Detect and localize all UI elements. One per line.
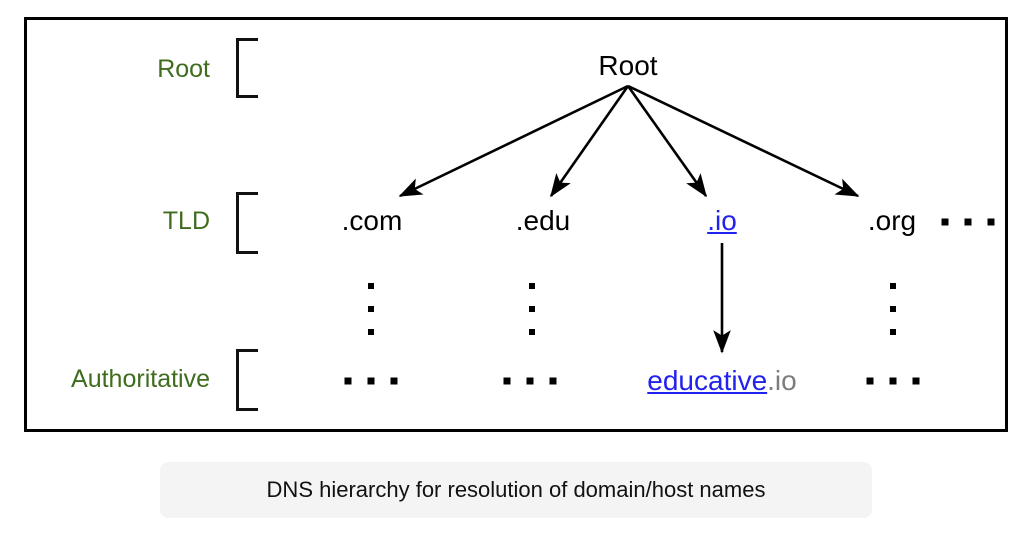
dot bbox=[890, 306, 896, 312]
row-label-tld: TLD bbox=[162, 207, 210, 235]
dot bbox=[390, 377, 398, 385]
node-authoritative-educative[interactable]: educative.io bbox=[647, 367, 796, 395]
dot bbox=[912, 377, 920, 385]
dot bbox=[529, 306, 535, 312]
dot bbox=[344, 377, 352, 385]
ellipsis-vertical-com bbox=[368, 283, 374, 335]
dot bbox=[368, 283, 374, 289]
caption-box: DNS hierarchy for resolution of domain/h… bbox=[160, 462, 872, 518]
dot bbox=[368, 306, 374, 312]
ellipsis-vertical-org bbox=[890, 283, 896, 335]
node-tld-com: .com bbox=[341, 205, 403, 236]
caption-text: DNS hierarchy for resolution of domain/h… bbox=[266, 477, 766, 502]
educative-suffix-text: .io bbox=[767, 365, 797, 396]
dot bbox=[529, 283, 535, 289]
node-tld-edu: .edu bbox=[515, 205, 571, 236]
ellipsis-vertical-edu bbox=[529, 283, 535, 335]
dot bbox=[367, 377, 375, 385]
ellipsis-tld-more bbox=[941, 218, 995, 226]
educative-link-text[interactable]: educative bbox=[647, 365, 768, 396]
row-label-root: Root bbox=[157, 55, 210, 83]
dot bbox=[549, 377, 557, 385]
node-tld-io-link[interactable]: .io bbox=[707, 205, 737, 236]
ellipsis-authoritative-org bbox=[866, 377, 920, 385]
dot bbox=[526, 377, 534, 385]
dot bbox=[368, 329, 374, 335]
dot bbox=[890, 329, 896, 335]
dot bbox=[503, 377, 511, 385]
dot bbox=[987, 218, 995, 226]
ellipsis-authoritative-edu bbox=[503, 377, 557, 385]
dot bbox=[890, 283, 896, 289]
dot bbox=[529, 329, 535, 335]
dot bbox=[941, 218, 949, 226]
ellipsis-authoritative-com bbox=[344, 377, 398, 385]
bracket-tld bbox=[236, 192, 258, 254]
bracket-root bbox=[236, 38, 258, 98]
node-tld-org: .org bbox=[867, 205, 917, 236]
row-label-authoritative: Authoritative bbox=[71, 365, 210, 393]
node-root: Root bbox=[598, 50, 658, 81]
dot bbox=[889, 377, 897, 385]
dot bbox=[866, 377, 874, 385]
bracket-authoritative bbox=[236, 349, 258, 411]
dot bbox=[964, 218, 972, 226]
